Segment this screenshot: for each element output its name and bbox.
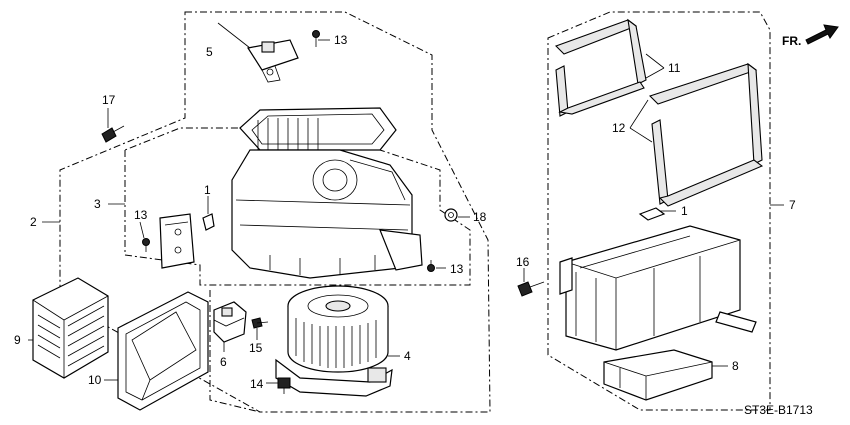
clip-1-right-icon (638, 207, 666, 221)
clip-1-left-icon (202, 213, 215, 231)
callout-11: 11 (668, 61, 681, 75)
blower-case-housing (231, 107, 423, 279)
callout-6: 6 (220, 355, 227, 369)
callout-14: 14 (250, 377, 264, 391)
part-9-air-filter (32, 277, 109, 379)
leader-lines (28, 22, 784, 384)
front-direction-indicator: FR. (782, 24, 839, 48)
callout-2: 2 (30, 215, 37, 229)
part-7-evaporator-case (559, 225, 757, 351)
evaporator-group-outline (547, 11, 771, 411)
callout-15: 15 (249, 341, 263, 355)
bolt-17-icon (101, 125, 125, 143)
direction-label: FR. (782, 34, 801, 48)
callout-13-left: 13 (134, 208, 148, 222)
screw-15-icon (251, 317, 269, 329)
screw-14-icon (277, 377, 291, 394)
diagram-code: ST3E-B1713 (744, 403, 813, 417)
callout-3: 3 (94, 197, 101, 211)
callout-1-right: 1 (681, 204, 688, 218)
callout-17: 17 (102, 93, 116, 107)
callout-9: 9 (14, 333, 21, 347)
screw-13-left-icon (142, 238, 150, 252)
callout-13-right: 13 (450, 262, 464, 276)
part-12-seal (648, 62, 764, 207)
callout-7: 7 (789, 198, 796, 212)
part-4-blower-motor (275, 285, 393, 397)
callout-13-top: 13 (334, 33, 348, 47)
callout-16: 16 (516, 255, 530, 269)
part-11-seal (554, 18, 647, 117)
screw-13-right-icon (427, 260, 435, 272)
callout-5: 5 (206, 45, 213, 59)
part-6-blower-resistor (213, 301, 247, 343)
callout-1-left: 1 (204, 183, 211, 197)
front-arrow-icon (805, 24, 839, 45)
callout-8: 8 (732, 359, 739, 373)
screw-13-top-icon (312, 30, 320, 47)
part-5-actuator-bracket (247, 39, 299, 83)
callout-labels: 5 13 17 1 2 3 13 18 13 9 10 6 15 4 14 11… (14, 33, 796, 391)
part-8-drain-cover (603, 349, 713, 401)
blower-group-outline (59, 11, 491, 413)
part-3-mount-bracket (159, 213, 195, 269)
callout-12: 12 (612, 121, 626, 135)
bolt-16-icon (517, 281, 545, 297)
callout-18: 18 (473, 210, 487, 224)
callout-10: 10 (88, 373, 102, 387)
nut-18-icon (444, 208, 458, 222)
motor-group-outline (209, 290, 261, 413)
part-10-filter-frame (117, 291, 209, 411)
callout-4: 4 (404, 349, 411, 363)
